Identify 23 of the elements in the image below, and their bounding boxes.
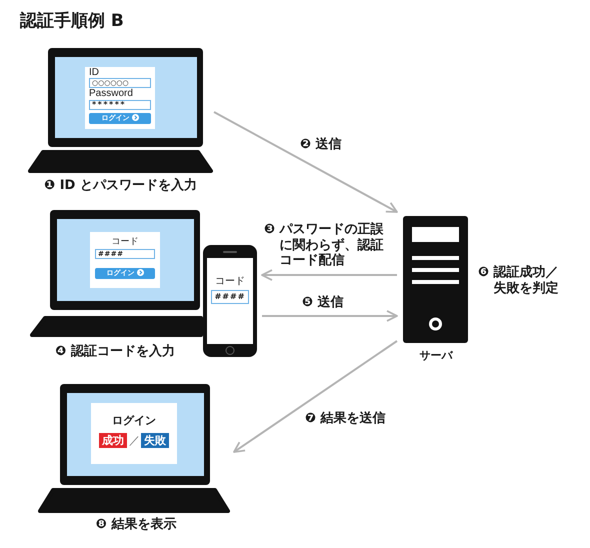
slash-separator: ／ — [129, 435, 140, 446]
device-label: サーバ — [420, 349, 452, 362]
result-tag: 失敗 — [141, 433, 169, 448]
field-label: コード — [215, 277, 245, 287]
input-field: #### — [211, 290, 249, 304]
arrow — [233, 340, 398, 453]
note-text: ❻ 認証成功／失敗を判定 — [478, 265, 560, 296]
result-tag: 成功 — [99, 433, 127, 448]
step-label: ❽ 結果を表示 — [96, 517, 176, 533]
screen-heading: ログイン — [112, 415, 156, 426]
input-field: ****** — [89, 100, 151, 110]
page-title: 認証手順例 B — [20, 13, 124, 30]
arrow — [262, 310, 398, 322]
edge-label: ❺ 送信 — [302, 295, 344, 311]
arrow — [214, 111, 398, 213]
arrow — [261, 269, 397, 281]
field-label: ID — [89, 68, 99, 78]
field-label: Password — [89, 89, 133, 99]
step-label: ❶ ID とパスワードを入力 — [44, 178, 197, 194]
field-label: コード — [112, 237, 138, 246]
edge-label: ❷ 送信 — [300, 137, 342, 153]
edge-label: ❼ 結果を送信 — [305, 411, 386, 427]
step-label: ❹ 認証コードを入力 — [55, 344, 175, 360]
